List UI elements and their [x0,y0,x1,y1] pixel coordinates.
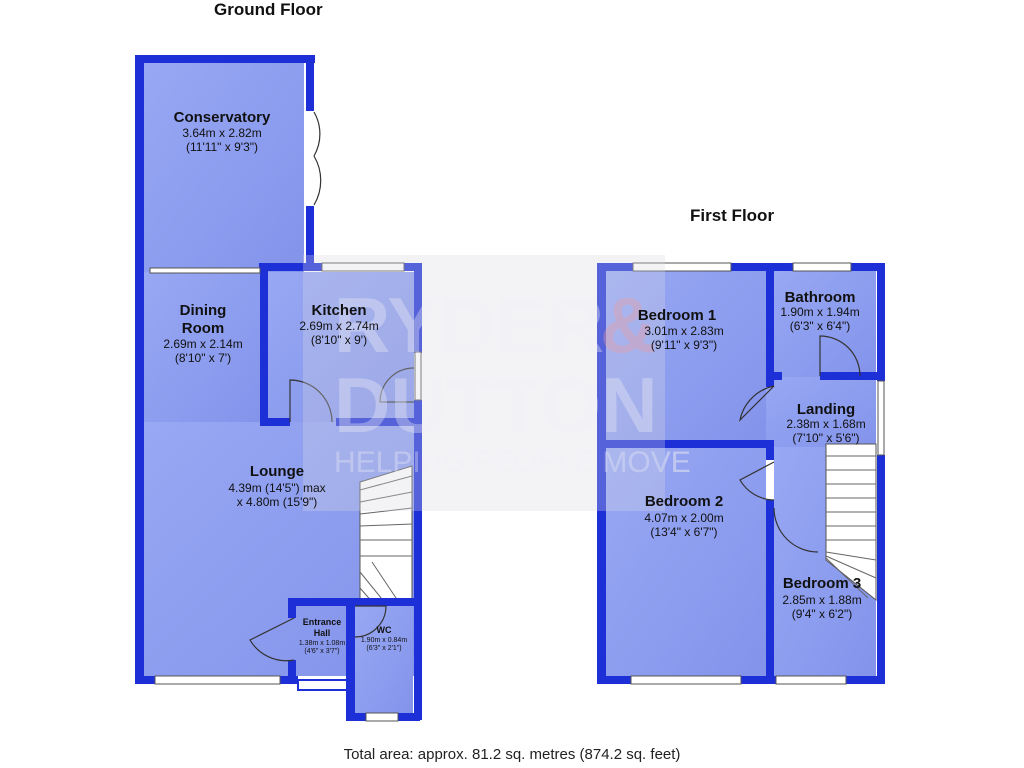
room-label-entrance-hall: Entrance Hall 1.38m x 1.08m (4'6" x 3'7"… [299,617,345,655]
room-label-dining-room: Dining Room 2.69m x 2.14m (8'10" x 7') [163,302,242,365]
room-name: Bedroom 3 [783,575,861,592]
room-imperial: (9'4" x 6'2") [792,607,852,621]
first-staircase [825,443,877,602]
room-name: Lounge [250,463,304,480]
first-interior-walls [597,263,877,684]
ground-outer-walls [135,55,422,721]
watermark: RYDER & DUTTON HELPING PEOPLE MOVE [303,255,691,511]
room-imperial: (8'10" x 9') [311,333,367,347]
room-metric: 2.38m x 1.68m [786,417,865,431]
room-metric: 2.69m x 2.74m [299,319,378,333]
room-metric: 4.07m x 2.00m [644,511,723,525]
room-imperial: (6'3" x 2'1") [366,645,401,652]
bedroom-2-floor [606,447,766,677]
room-name-part-2: Room [182,320,225,337]
room-metric: 1.38m x 1.08m [299,640,345,647]
watermark-ampersand: & [600,281,656,369]
first-windows [630,262,885,685]
room-metric: 2.69m x 2.14m [163,337,242,351]
kitchen-floor [268,272,414,422]
room-name: Kitchen [311,302,366,319]
room-name: Landing [797,401,855,418]
room-label-bathroom: Bathroom 1.90m x 1.94m (6'3" x 6'4") [780,289,859,333]
ground-interior-walls [260,270,414,680]
room-name-part-1: Dining [180,302,227,319]
room-imperial: (13'4" x 6'7") [650,525,717,539]
room-metric: 1.90m x 0.84m [361,637,407,644]
room-label-lounge: Lounge 4.39m (14'5") max x 4.80m (15'9") [228,463,325,509]
room-name-part-2: Hall [314,628,331,638]
room-label-bedroom-1: Bedroom 1 3.01m x 2.83m (9'11" x 9'3") [638,307,724,352]
room-metric: 4.39m (14'5") max [228,481,325,495]
room-label-bedroom-3: Bedroom 3 2.85m x 1.88m (9'4" x 6'2") [782,575,861,621]
first-outer-walls [597,263,885,684]
first-floor-title: First Floor [690,206,775,225]
room-imperial: (11'11" x 9'3") [186,140,258,154]
first-floor-plan [597,262,885,685]
room-imperial: (9'11" x 9'3") [651,338,717,352]
ground-floor-fills [144,62,414,714]
room-imperial: (6'3" x 6'4") [790,319,850,333]
dining-room-floor [144,272,268,422]
room-imperial: (7'10" x 5'6") [792,431,859,445]
room-name: Bathroom [785,289,856,306]
watermark-line1: RYDER [334,281,604,369]
room-name-part-1: Entrance [303,617,342,627]
watermark-tagline: HELPING PEOPLE MOVE [334,446,691,479]
bedroom-1-floor [606,271,766,443]
room-label-conservatory: Conservatory 3.64m x 2.82m (11'11" x 9'3… [174,109,271,154]
room-name: Bedroom 2 [645,493,723,510]
first-door-swings [738,335,861,553]
conservatory-floor [144,62,304,272]
room-metric: 3.01m x 2.83m [644,324,723,338]
room-label-landing: Landing 2.38m x 1.68m (7'10" x 5'6") [786,401,865,445]
room-name: Conservatory [174,109,271,126]
room-label-kitchen: Kitchen 2.69m x 2.74m (8'10" x 9') [299,302,378,347]
room-imperial: (8'10" x 7') [175,351,231,365]
room-metric: 1.90m x 1.94m [780,305,859,319]
ground-windows [149,262,422,722]
ground-floor-plan [135,55,422,722]
room-name: WC [377,625,392,635]
room-imperial: (4'6" x 3'7") [304,648,339,655]
room-imperial: x 4.80m (15'9") [237,495,318,509]
room-label-bedroom-2: Bedroom 2 4.07m x 2.00m (13'4" x 6'7") [644,493,723,539]
watermark-line2: DUTTON [334,361,658,449]
landing-floor [766,377,876,447]
room-label-wc: WC 1.90m x 0.84m (6'3" x 2'1") [361,625,407,652]
wc-floor [355,606,413,714]
ground-floor-title: Ground Floor [214,0,323,19]
room-metric: 2.85m x 1.88m [782,593,861,607]
room-metric: 3.64m x 2.82m [182,126,261,140]
ground-door-swings [249,111,415,662]
room-name: Bedroom 1 [638,307,716,324]
bathroom-floor [774,271,876,377]
room-labels: Conservatory 3.64m x 2.82m (11'11" x 9'3… [163,109,865,655]
total-area-caption: Total area: approx. 81.2 sq. metres (874… [343,746,681,763]
